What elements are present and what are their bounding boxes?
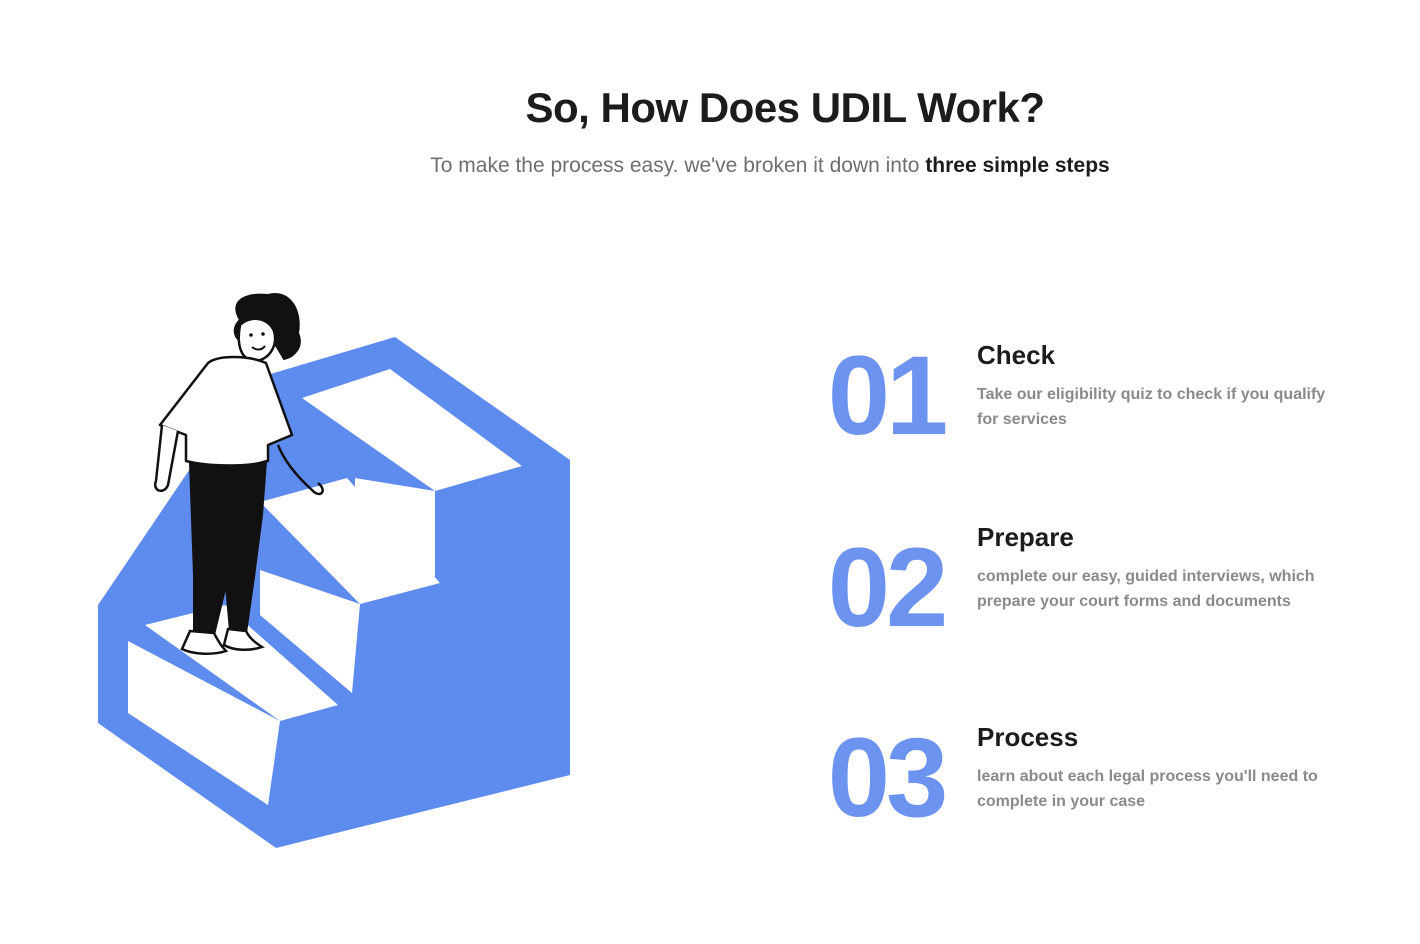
stair-step-top-3	[302, 369, 522, 491]
person-right-arm	[276, 444, 324, 496]
subtitle-emphasis: three simple steps	[925, 154, 1110, 177]
step-item-prepare: 02 Prepare complete our easy, guided int…	[812, 522, 1372, 650]
stair-step-riser-1	[128, 641, 280, 805]
stair-step-top-2	[260, 478, 440, 604]
step-number: 01	[827, 333, 949, 458]
page-title: So, How Does UDIL Work?	[525, 84, 1046, 131]
person-pants	[188, 459, 268, 637]
page-subtitle: To make the process easy. we've broken i…	[0, 154, 1420, 178]
step-title: Process	[977, 722, 1079, 752]
step-number: 03	[827, 715, 949, 840]
step-title: Prepare	[977, 522, 1074, 552]
step-description: learn about each legal process you'll ne…	[977, 768, 1318, 810]
person-right-shoe	[222, 627, 265, 651]
subtitle-text: To make the process easy. we've broken i…	[430, 154, 926, 177]
stair-step-riser-2	[260, 570, 360, 693]
person-climbing-stairs-icon	[98, 293, 570, 848]
step-description: complete our easy, guided interviews, wh…	[977, 568, 1315, 610]
step-item-process: 03 Process learn about each legal proces…	[812, 715, 1372, 840]
step-title: Check	[977, 340, 1056, 370]
stair-step-riser-3	[355, 478, 435, 577]
person-shirt	[158, 355, 294, 467]
step-number: 02	[827, 525, 949, 650]
step-item-check: 01 Check Take our eligibility quiz to ch…	[812, 333, 1372, 458]
person-left-shoe	[180, 629, 229, 655]
person-face	[237, 317, 277, 363]
step-description: Take our eligibility quiz to check if yo…	[977, 386, 1326, 428]
person-left-arm	[153, 424, 180, 493]
